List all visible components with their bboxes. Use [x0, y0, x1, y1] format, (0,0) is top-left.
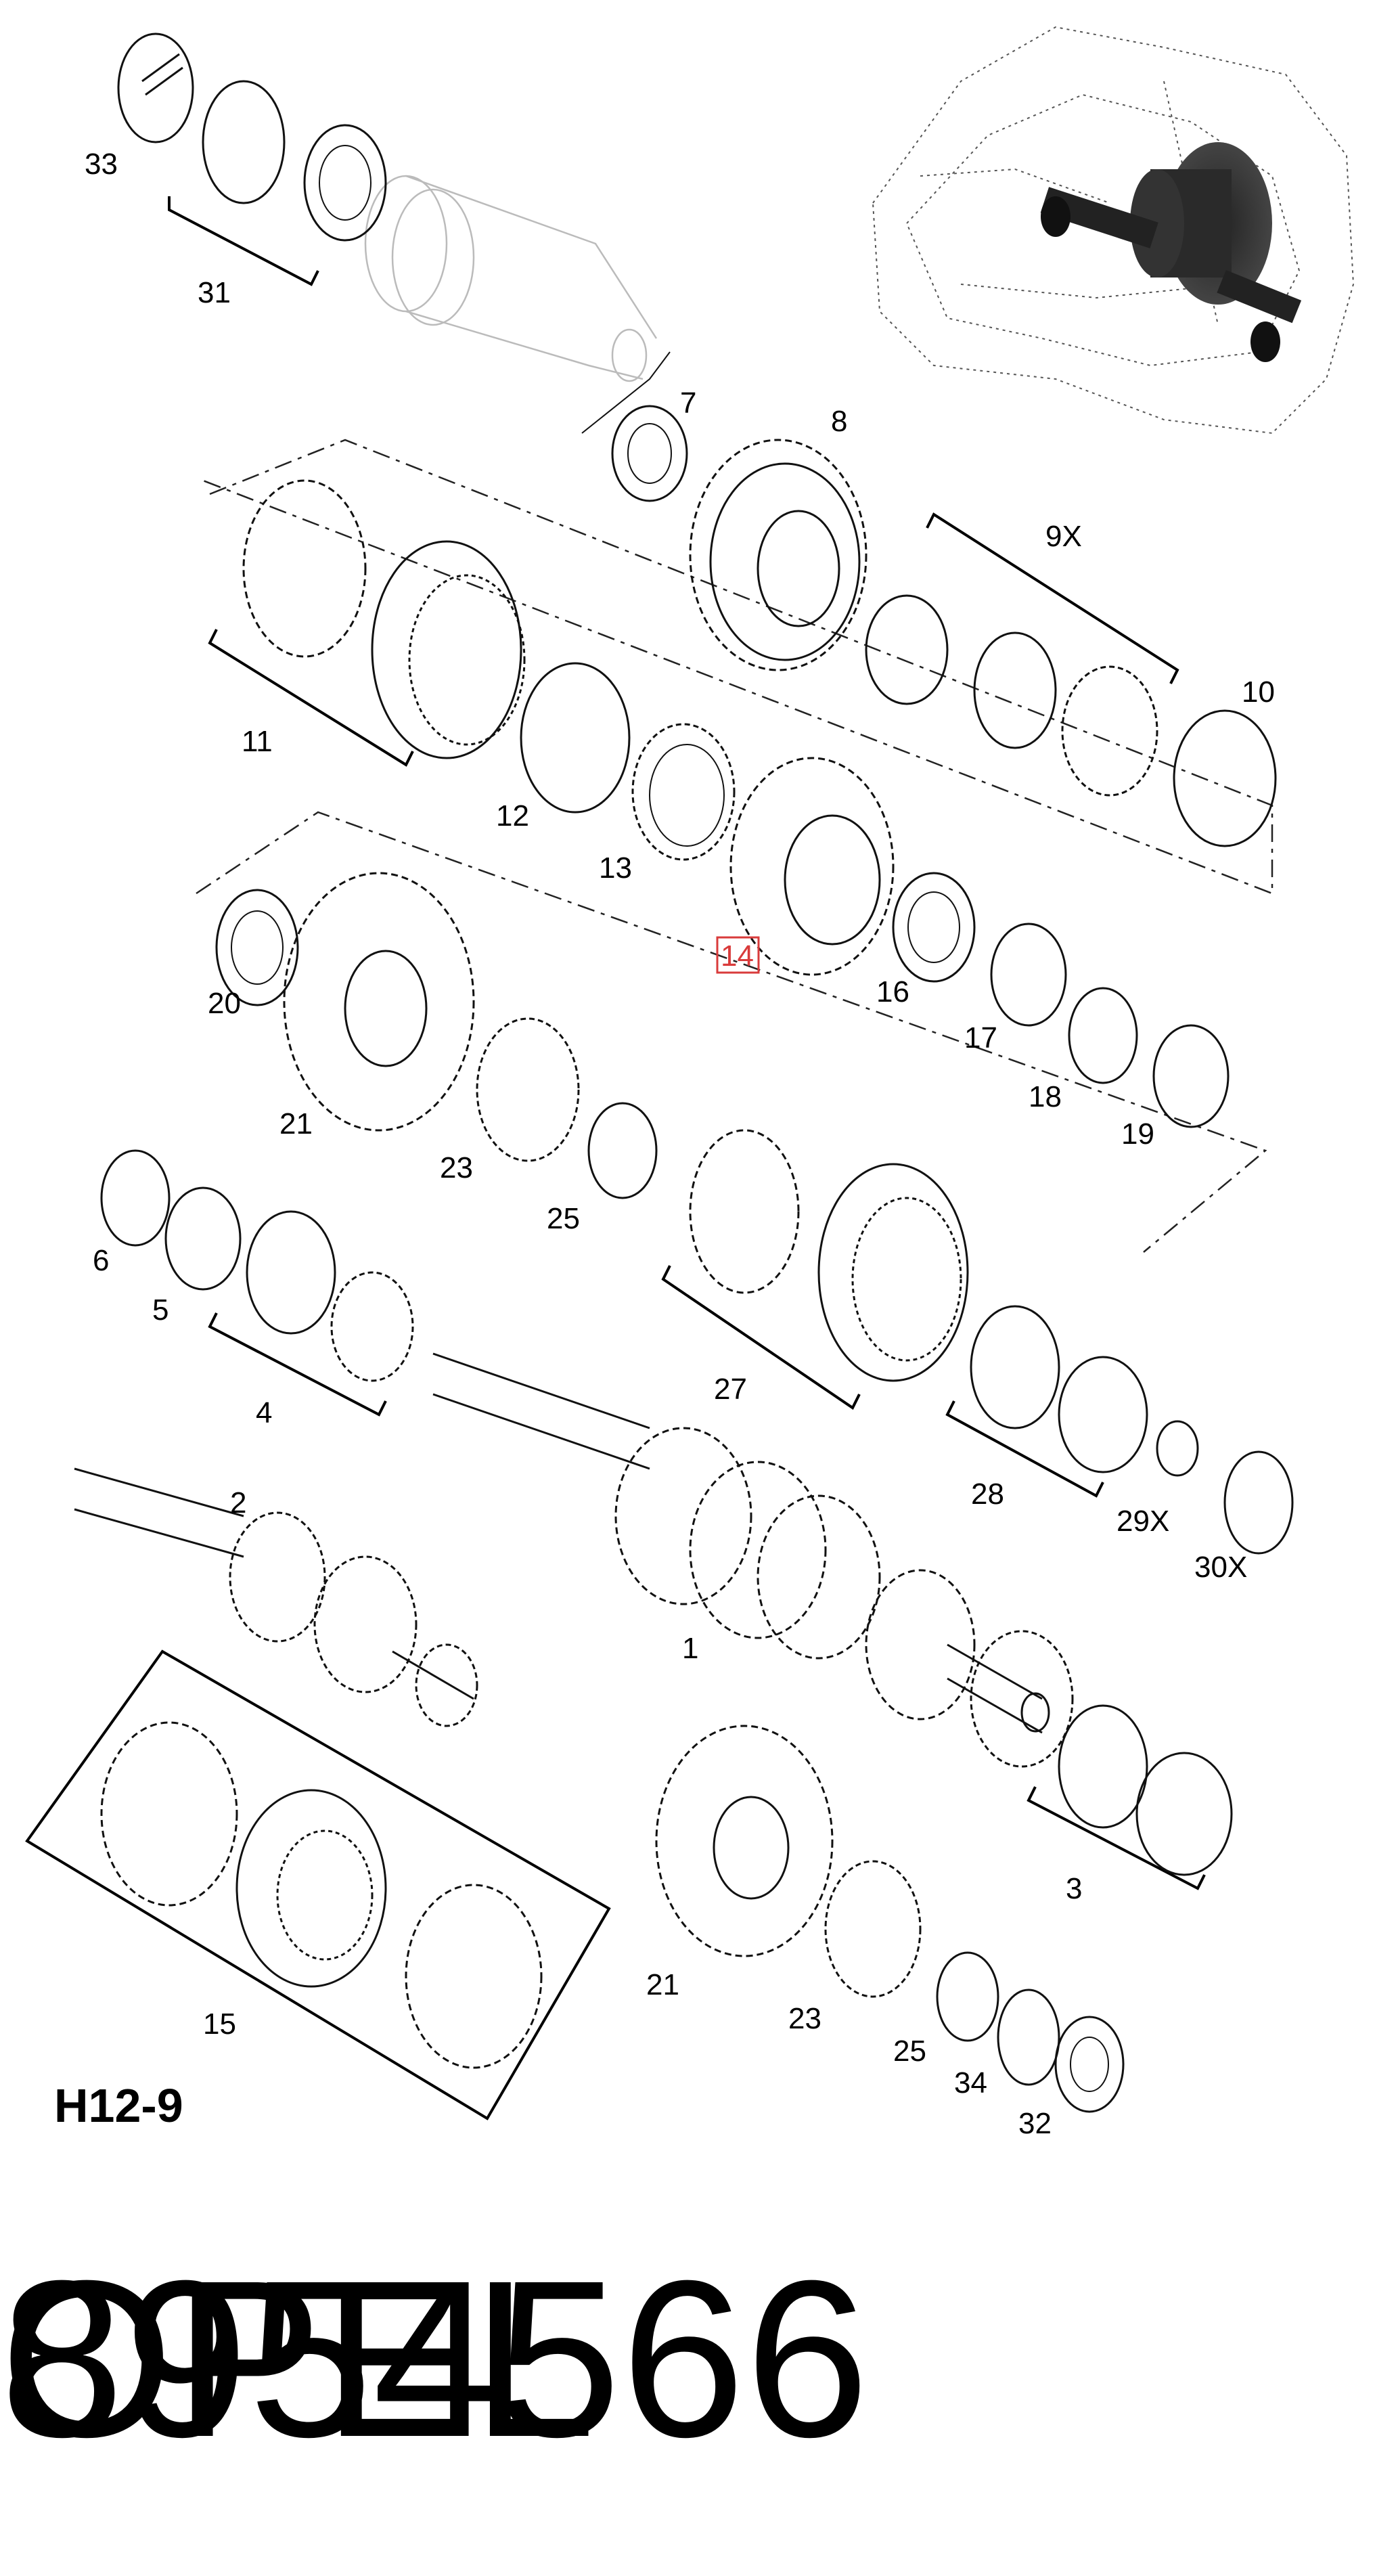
label-25-lower: 25 — [893, 2035, 926, 2068]
label-34: 34 — [954, 2066, 987, 2100]
label-32: 32 — [1018, 2107, 1052, 2140]
part-21-gear-lower — [655, 1725, 834, 1957]
label-19: 19 — [1121, 1117, 1154, 1151]
label-4: 4 — [256, 1396, 272, 1429]
label-8: 8 — [831, 405, 847, 438]
part-5-washer — [164, 1186, 242, 1291]
label-30X: 30X — [1194, 1551, 1247, 1584]
label-17: 17 — [964, 1021, 997, 1054]
part-28-bearing — [970, 1305, 1148, 1473]
label-3: 3 — [1066, 1872, 1082, 1905]
part-33-seal — [117, 32, 194, 143]
label-27: 27 — [714, 1373, 747, 1406]
part-15-gear-set — [100, 1721, 543, 2069]
leader-line-7 — [581, 351, 671, 434]
label-23-lower: 23 — [788, 2002, 821, 2035]
part-20-needle-bearing — [215, 889, 299, 1006]
label-31: 31 — [198, 276, 231, 309]
label-1: 1 — [682, 1632, 698, 1665]
part-18-washer — [1068, 987, 1138, 1084]
part-27-hub-sleeve — [689, 1129, 969, 1382]
part-13-synchro-ring — [631, 723, 736, 861]
label-2: 2 — [230, 1486, 246, 1519]
exploded-group-outline-lower — [196, 811, 1267, 1253]
label-7: 7 — [680, 386, 696, 420]
part-12-shim — [520, 662, 631, 814]
label-11: 11 — [242, 725, 273, 758]
label-16: 16 — [876, 975, 909, 1008]
part-4-bearing — [246, 1210, 414, 1382]
part-31-bearing — [202, 80, 387, 242]
highlight-box-14 — [716, 936, 760, 974]
part-10-shim — [1173, 709, 1277, 847]
label-25-upper: 25 — [547, 1202, 580, 1235]
label-33: 33 — [85, 148, 118, 181]
label-5: 5 — [152, 1293, 168, 1327]
part-16-needle-bearing — [892, 872, 976, 983]
label-29X: 29X — [1117, 1505, 1169, 1538]
label-21-upper: 21 — [279, 1107, 313, 1140]
part-25-circlip-lower — [936, 1951, 999, 2042]
label-21-lower: 21 — [646, 1968, 679, 2001]
label-10: 10 — [1242, 675, 1275, 709]
part-30X-shim — [1223, 1450, 1294, 1555]
brand-name: OPEL — [0, 2234, 596, 2483]
part-32-bearing — [1054, 2016, 1125, 2113]
diagram-code: H12-9 — [54, 2079, 183, 2132]
part-7-needle-bearing — [611, 405, 688, 502]
label-20: 20 — [208, 987, 241, 1020]
part-17-bushing — [990, 923, 1067, 1027]
part-25-circlip-upper — [587, 1102, 658, 1199]
part-23-synchro-ring-upper — [476, 1017, 580, 1162]
label-13: 13 — [599, 851, 632, 885]
ghost-input-shaft — [364, 175, 658, 382]
label-9X: 9X — [1045, 520, 1082, 553]
part-number: 8954566 — [0, 2234, 870, 2483]
label-14-highlighted[interactable]: 14 — [721, 939, 754, 973]
part-11-hub-sleeve — [242, 479, 526, 759]
part-8-gear — [689, 439, 867, 671]
part-6-washer — [100, 1149, 171, 1247]
part-34-circlip — [997, 1989, 1060, 2086]
part-3-bearing — [1058, 1704, 1233, 1876]
label-28: 28 — [971, 1478, 1004, 1511]
group-brackets — [25, 196, 1206, 2120]
part-2-input-shaft — [74, 1467, 478, 1727]
label-6: 6 — [93, 1244, 109, 1277]
part-1-output-shaft — [432, 1352, 1074, 1768]
part-23-synchro-ring-lower — [824, 1860, 922, 1998]
part-29X-circlip — [1156, 1420, 1199, 1477]
label-23-upper: 23 — [440, 1151, 473, 1184]
label-18: 18 — [1029, 1080, 1062, 1113]
part-14-gear — [729, 757, 895, 976]
part-19-bushing — [1152, 1024, 1230, 1128]
transmission-housing-illustration — [872, 26, 1355, 435]
label-12: 12 — [496, 799, 529, 832]
label-15: 15 — [203, 2007, 236, 2041]
part-9X-synchronizer — [865, 594, 1158, 797]
part-21-gear-upper — [283, 872, 475, 1132]
